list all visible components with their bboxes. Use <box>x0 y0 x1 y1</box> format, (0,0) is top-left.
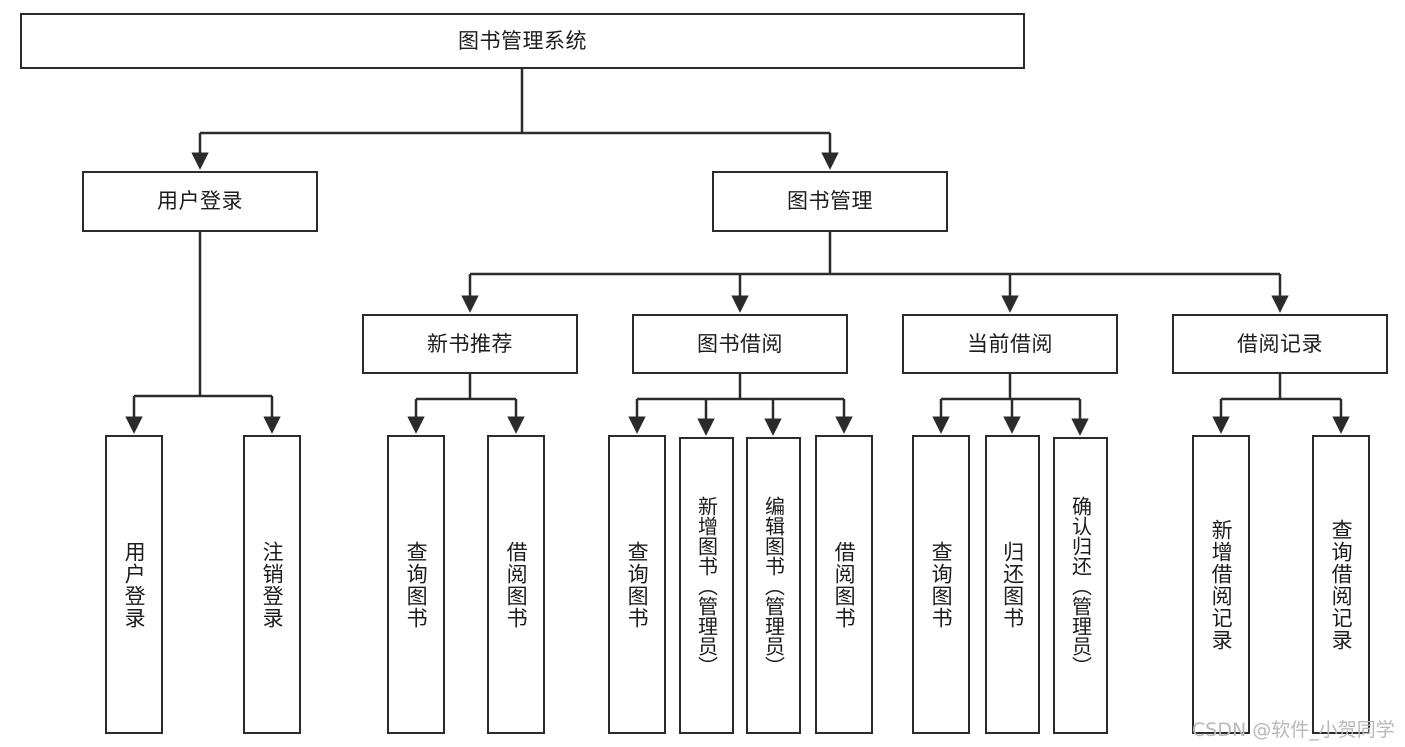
node-l3-current-borrow[interactable]: 当前借阅 <box>902 314 1118 374</box>
node-leaf-leaf-borrow-book-1-label: 借阅图书 <box>504 540 529 629</box>
node-leaf-leaf-edit-book-label: 编辑图书（管理员） <box>761 495 786 676</box>
node-leaf-leaf-edit-book[interactable]: 编辑图书（管理员） <box>746 437 801 734</box>
node-leaf-leaf-query-book-1[interactable]: 查询图书 <box>387 435 445 734</box>
node-leaf-leaf-query-book-1-label: 查询图书 <box>404 540 429 629</box>
node-leaf-leaf-borrow-book-1[interactable]: 借阅图书 <box>487 435 545 734</box>
node-root-system[interactable]: 图书管理系统 <box>20 13 1025 69</box>
node-leaf-leaf-query-book-2[interactable]: 查询图书 <box>608 435 666 734</box>
node-leaf-leaf-confirm-return-label: 确认归还（管理员） <box>1068 495 1093 676</box>
node-l2-user-login-label: 用户登录 <box>157 189 243 214</box>
node-l3-current-borrow-label: 当前借阅 <box>967 331 1053 356</box>
node-leaf-leaf-query-book-2-label: 查询图书 <box>625 540 650 629</box>
node-leaf-leaf-query-borrow-record-label: 查询借阅记录 <box>1329 518 1354 651</box>
node-leaf-leaf-confirm-return[interactable]: 确认归还（管理员） <box>1053 437 1108 734</box>
node-l3-borrow-record[interactable]: 借阅记录 <box>1172 314 1388 374</box>
node-leaf-leaf-user-login[interactable]: 用户登录 <box>105 435 163 734</box>
node-leaf-leaf-query-book-3[interactable]: 查询图书 <box>912 435 970 734</box>
node-leaf-leaf-return-book[interactable]: 归还图书 <box>985 435 1040 734</box>
node-l3-book-borrow[interactable]: 图书借阅 <box>632 314 848 374</box>
watermark-text: CSDN @软件_小贺同学 <box>1192 719 1395 741</box>
node-leaf-leaf-return-book-label: 归还图书 <box>1000 540 1025 629</box>
node-l3-new-book-recommend[interactable]: 新书推荐 <box>362 314 578 374</box>
node-leaf-leaf-logout-login[interactable]: 注销登录 <box>243 435 301 734</box>
node-leaf-leaf-borrow-book-2[interactable]: 借阅图书 <box>815 435 873 734</box>
node-l2-user-login[interactable]: 用户登录 <box>82 171 318 232</box>
node-leaf-leaf-borrow-book-2-label: 借阅图书 <box>832 540 857 629</box>
node-l2-book-manage[interactable]: 图书管理 <box>712 171 948 232</box>
node-leaf-leaf-add-borrow-record-label: 新增借阅记录 <box>1209 518 1234 651</box>
node-root-label: 图书管理系统 <box>458 28 587 53</box>
node-l3-new-book-recommend-label: 新书推荐 <box>427 331 513 356</box>
node-l2-book-manage-label: 图书管理 <box>787 189 873 214</box>
node-leaf-leaf-query-borrow-record[interactable]: 查询借阅记录 <box>1312 435 1370 734</box>
node-leaf-leaf-logout-login-label: 注销登录 <box>260 540 285 629</box>
node-leaf-leaf-add-book[interactable]: 新增图书（管理员） <box>679 437 734 734</box>
node-l3-borrow-record-label: 借阅记录 <box>1237 331 1323 356</box>
node-leaf-leaf-add-book-label: 新增图书（管理员） <box>694 495 719 676</box>
node-l3-book-borrow-label: 图书借阅 <box>697 331 783 356</box>
node-leaf-leaf-user-login-label: 用户登录 <box>122 540 147 629</box>
node-leaf-leaf-query-book-3-label: 查询图书 <box>929 540 954 629</box>
node-leaf-leaf-add-borrow-record[interactable]: 新增借阅记录 <box>1192 435 1250 734</box>
